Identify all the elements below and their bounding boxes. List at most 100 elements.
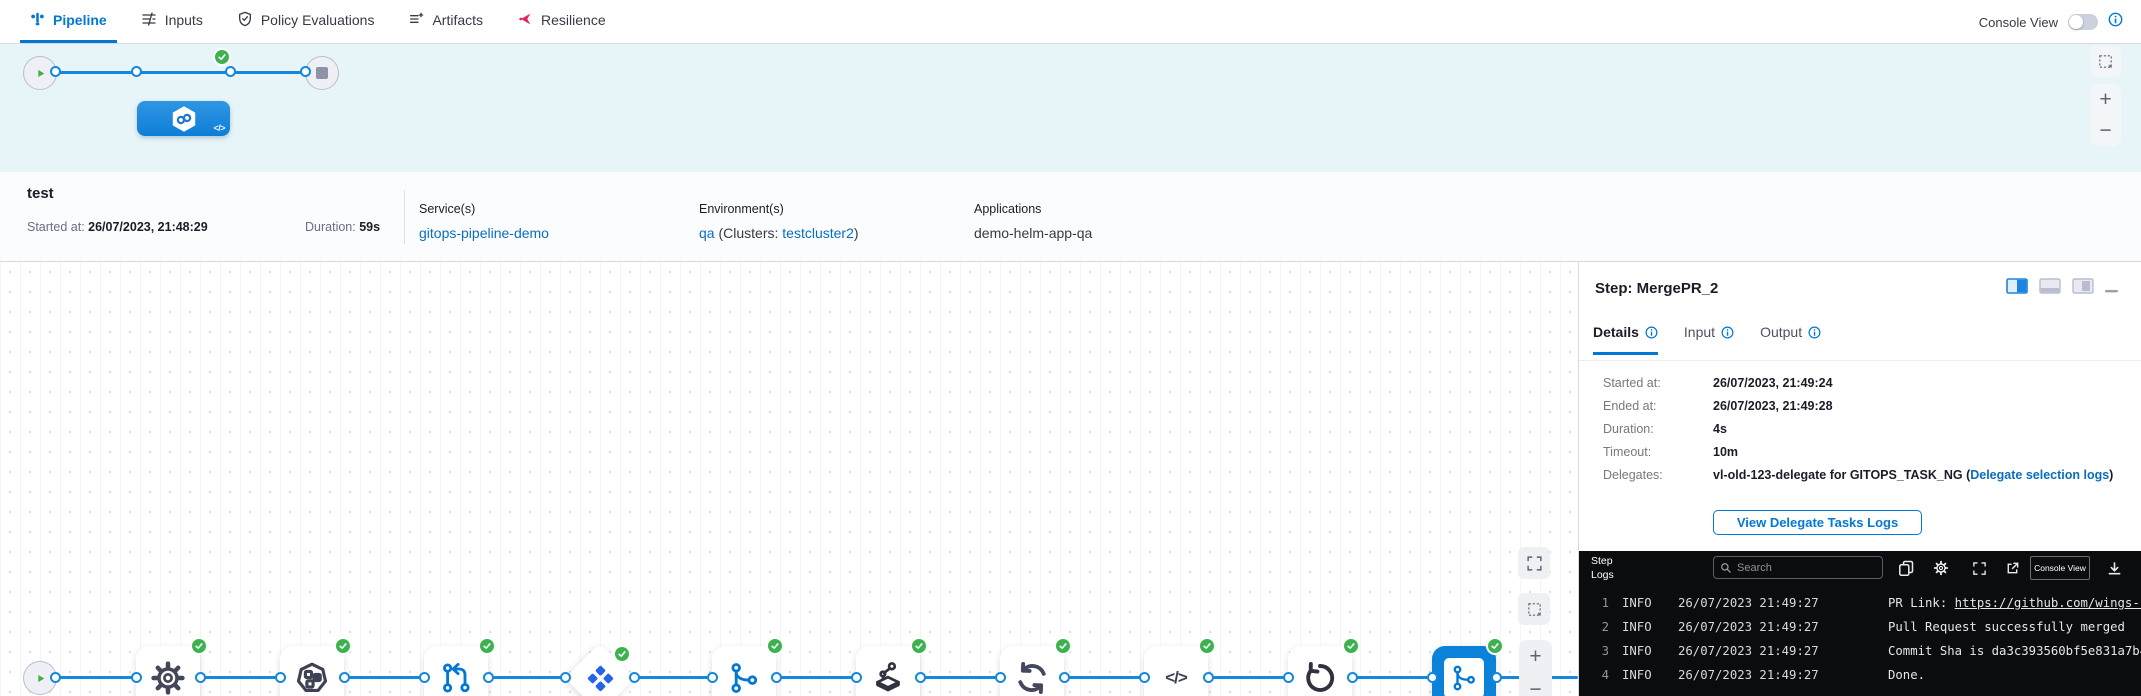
step-node-sync[interactable]: </>	[1000, 646, 1064, 696]
tab-input[interactable]: Input	[1684, 324, 1734, 355]
fullscreen-logs-icon[interactable]	[1971, 560, 1987, 576]
log-search-box[interactable]	[1713, 556, 1883, 579]
marquee-select-button[interactable]	[2090, 46, 2121, 77]
stop-icon	[316, 67, 328, 79]
info-icon[interactable]	[2108, 12, 2123, 32]
step-panel-tabs: Details Input Output	[1593, 324, 1821, 355]
marquee-icon	[1527, 602, 1541, 616]
step-node-merge-pr[interactable]: </>	[712, 646, 776, 696]
tab-inputs[interactable]: Inputs	[131, 0, 213, 43]
layout-split-view-icon[interactable]	[2006, 278, 2028, 299]
marquee-icon	[2099, 55, 2112, 68]
step-logs-title: Step Logs	[1591, 555, 1614, 581]
stage-node-test[interactable]: </>	[137, 101, 230, 136]
success-badge	[613, 645, 631, 663]
tab-policy-evaluations[interactable]: Policy Evaluations	[227, 0, 385, 43]
expand-canvas-button[interactable]	[1518, 547, 1550, 579]
info-icon	[1721, 326, 1734, 338]
zoom-out-button[interactable]: −	[2099, 119, 2112, 142]
play-icon	[37, 69, 44, 77]
pipeline-icon	[30, 11, 45, 30]
cluster-link[interactable]: testcluster2	[782, 225, 854, 241]
console-view-button[interactable]: Console View	[2030, 556, 2090, 580]
tab-resilience[interactable]: Resilience	[507, 0, 616, 43]
play-icon	[37, 674, 44, 682]
top-nav: Pipeline Inputs Policy Evaluations Artif…	[0, 0, 2141, 44]
applications-value: demo-helm-app-qa	[974, 225, 1093, 241]
layout-right-view-icon[interactable]	[2072, 278, 2094, 299]
divider	[404, 190, 405, 244]
step-details-panel: Step: MergePR_2 Details Input	[1578, 262, 2141, 696]
pipeline-end-button[interactable]	[305, 56, 339, 90]
clusters-heptagon-icon	[296, 662, 328, 693]
step-node-shellscript-1[interactable]: </> </>	[1144, 646, 1208, 696]
info-icon	[1645, 326, 1658, 338]
applications-label: Applications	[974, 202, 1042, 216]
services-label: Service(s)	[419, 202, 476, 216]
tab-output[interactable]: Output	[1760, 324, 1821, 355]
search-icon	[1721, 562, 1731, 573]
view-delegate-tasks-logs-button[interactable]: View Delegate Tasks Logs	[1713, 510, 1922, 535]
download-logs-icon[interactable]	[2106, 560, 2122, 576]
detail-row-started: Started at: 26/07/2023, 21:49:24	[1603, 376, 1833, 390]
view-yaml-glyph[interactable]: </>	[213, 123, 225, 133]
step-node-gitopsclusters[interactable]: </>	[280, 646, 344, 696]
graph-start-button[interactable]	[23, 661, 57, 695]
zoom-in-button[interactable]: +	[2099, 88, 2112, 111]
list-plus-icon	[408, 11, 424, 30]
step-details-list: Started at: 26/07/2023, 21:49:24 Ended a…	[1603, 376, 2113, 491]
git-merge-icon	[731, 663, 758, 693]
execution-graph-canvas[interactable]: </> Service </> GitopsClusters </>	[0, 262, 1578, 696]
run-info-bar: test Started at: 26/07/2023, 21:48:29 Du…	[0, 172, 2141, 262]
git-merge-icon	[1453, 665, 1475, 691]
log-search-input[interactable]	[1737, 561, 1867, 574]
success-badge	[766, 637, 784, 655]
stage-zoom-control: + −	[2090, 84, 2121, 146]
success-badge	[334, 637, 352, 655]
delegate-selection-logs-link[interactable]: Delegate selection logs	[1970, 468, 2110, 482]
detail-row-ended: Ended at: 26/07/2023, 21:49:28	[1603, 399, 1833, 413]
detail-row-duration: Duration: 4s	[1603, 422, 1727, 436]
applications-column: Applications demo-helm-app-qa	[974, 202, 1092, 241]
gear-icon	[151, 661, 185, 695]
tab-pipeline[interactable]: Pipeline	[20, 0, 117, 43]
success-badge	[910, 637, 928, 655]
step-node-mergepr-2-selected[interactable]: </>	[1432, 646, 1496, 696]
run-duration: Duration: 59s	[305, 220, 381, 234]
log-line: 1 INFO 26/07/2023 21:49:27 PR Link: http…	[1579, 591, 2141, 615]
zoom-out-button[interactable]: −	[1529, 678, 1542, 696]
fullscreen-icon	[1526, 555, 1542, 571]
layout-bottom-view-icon[interactable]	[2039, 278, 2061, 299]
zoom-in-button[interactable]: +	[1529, 645, 1542, 668]
detail-row-delegates: Delegates: vl-old-123-delegate for GITOP…	[1603, 468, 2114, 482]
tab-details[interactable]: Details	[1593, 324, 1658, 355]
gitops-stage-icon	[172, 105, 195, 132]
step-node-update-release-repo[interactable]: </>	[424, 646, 488, 696]
log-line: 3 INFO 26/07/2023 21:49:27 Commit Sha is…	[1601, 644, 2141, 658]
step-node-fetch-linked-apps[interactable]: </>	[856, 646, 920, 696]
environments-column: Environment(s) qa (Clusters: testcluster…	[699, 202, 859, 241]
step-node-service[interactable]: </>	[136, 646, 200, 696]
fetch-apps-icon	[876, 662, 900, 692]
success-badge	[213, 48, 231, 66]
step-logs-console: Step Logs Console View	[1579, 551, 2141, 696]
pr-link[interactable]: https://github.com/wings-softw	[1954, 596, 2141, 610]
stage-overview: </> test + −	[0, 44, 2141, 172]
log-settings-gear-icon[interactable]	[1933, 560, 1949, 576]
copy-logs-icon[interactable]	[1898, 560, 1914, 576]
service-link[interactable]: gitops-pipeline-demo	[419, 225, 549, 241]
step-node-revertpr-1[interactable]: </>	[1288, 646, 1352, 696]
tab-artifacts[interactable]: Artifacts	[398, 0, 493, 43]
minimize-panel-icon[interactable]	[2105, 280, 2119, 298]
console-view-toggle[interactable]	[2068, 14, 2098, 30]
resilience-icon	[517, 11, 533, 30]
environment-link[interactable]: qa	[699, 225, 715, 241]
tab-resilience-label: Resilience	[541, 12, 606, 28]
services-column: Service(s) gitops-pipeline-demo	[419, 202, 549, 241]
success-badge	[1054, 637, 1072, 655]
marquee-select-button[interactable]	[1518, 593, 1550, 625]
success-badge	[1198, 637, 1216, 655]
open-in-new-icon[interactable]	[2004, 560, 2020, 576]
git-update-icon	[443, 662, 470, 693]
revert-icon	[1306, 661, 1335, 692]
